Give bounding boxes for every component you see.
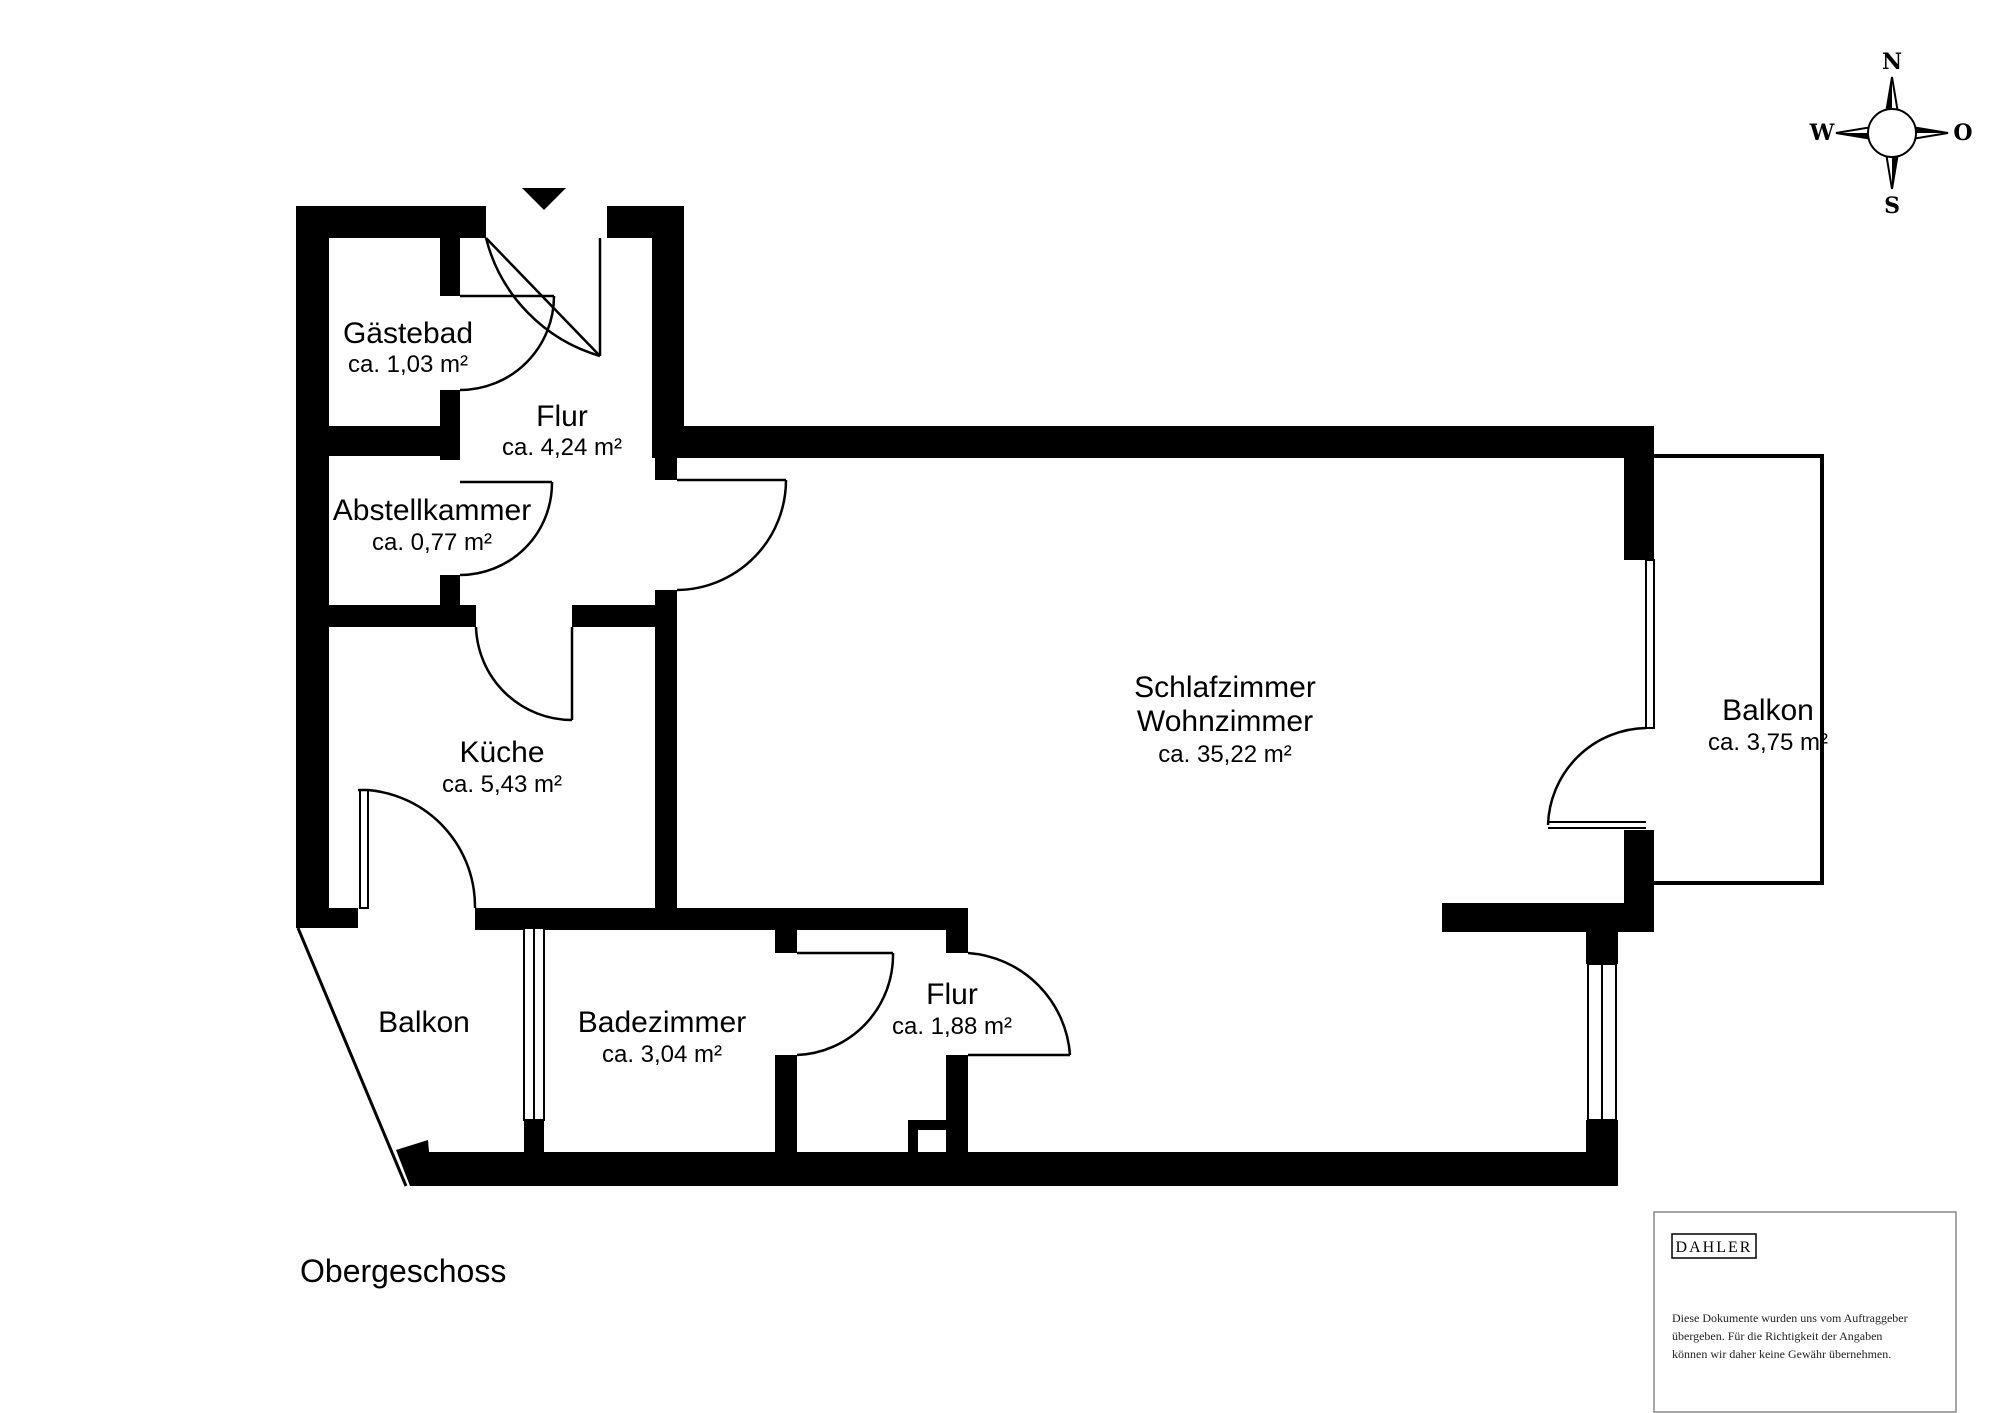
dahler-logo-text: DAHLER: [1676, 1239, 1753, 1256]
wall-main-ledge: [1442, 903, 1654, 932]
wall-corridor-right: [652, 206, 684, 431]
room-name-balkon-left: Balkon: [378, 1006, 470, 1039]
wall-bad-left: [524, 1120, 544, 1160]
window-kueche: [359, 789, 369, 909]
disclaimer-box: DAHLER Diese Dokumente wurden uns vom Au…: [1653, 1211, 1957, 1413]
compass-east: O: [1953, 120, 1972, 146]
wall-shaft-left: [908, 1120, 918, 1160]
room-area-gaestebad: ca. 1,03 m²: [348, 351, 468, 378]
room-name-badezimmer: Badezimmer: [578, 1006, 746, 1039]
compass-rose-icon: N S W O: [1809, 49, 1973, 219]
wall-flur2-right-upper: [946, 908, 968, 953]
dahler-logo: [1671, 1233, 1757, 1259]
wall-kueche-bottom-left: [296, 908, 358, 928]
wall-flur2-right-lower: [946, 1055, 968, 1160]
disclaimer-line-3: können wir daher keine Gewähr übernehmen…: [1672, 1347, 1891, 1361]
windows: [359, 559, 1655, 1121]
room-area-kueche: ca. 5,43 m²: [442, 771, 562, 798]
wall-flur-right-lower: [655, 590, 677, 910]
disclaimer-line-1: Diese Dokumente wurden uns vom Auftragge…: [1672, 1311, 1908, 1325]
room-area-balkon-right: ca. 3,75 m²: [1708, 729, 1828, 756]
room-area-badezimmer: ca. 3,04 m²: [602, 1041, 722, 1068]
room-area-abstellkammer: ca. 0,77 m²: [372, 529, 492, 556]
wall-right-lower: [1586, 932, 1618, 964]
room-name-wohnzimmer: Wohnzimmer: [1137, 705, 1313, 738]
floor-label: Obergeschoss: [300, 1253, 506, 1289]
room-name-balkon-right: Balkon: [1722, 694, 1814, 727]
balkon-right-outline: [1654, 454, 1824, 885]
disclaimer-line-2: übergeben. Für die Richtigkeit der Angab…: [1672, 1329, 1882, 1343]
entry-arrow-icon: [522, 188, 566, 210]
wall-gaestebad-right: [440, 206, 460, 296]
wall-shaft: [908, 1120, 948, 1130]
wall-left-outer: [296, 206, 329, 926]
wall-main-top: [652, 426, 1654, 458]
compass-west: W: [1809, 120, 1835, 146]
door-balkon-right-arc: [1546, 726, 1647, 826]
room-area-flur-bottom: ca. 1,88 m²: [892, 1013, 1012, 1040]
compass-north: N: [1882, 49, 1902, 75]
wall-bad-right-lower: [775, 1055, 797, 1160]
door-gaestebad-arc: [459, 295, 556, 392]
room-name-flur-top: Flur: [536, 400, 588, 433]
wall-kueche-bottom-right: [475, 908, 968, 930]
wall-abstell-bottom: [296, 605, 476, 627]
door-entry-arc: [484, 237, 601, 358]
room-area-schlafzimmer: ca. 35,22 m²: [1158, 741, 1291, 768]
wall-gaestebad-bottom: [296, 426, 460, 456]
window-balkon-right: [1645, 559, 1655, 729]
room-name-flur-bottom: Flur: [926, 978, 978, 1011]
wall-kueche-top-right: [572, 605, 674, 627]
room-name-gaestebad: Gästebad: [343, 317, 473, 350]
door-flur2-arc: [967, 951, 1072, 1056]
door-kueche-arc: [474, 626, 573, 722]
compass-south: S: [1884, 193, 1900, 219]
walls: [296, 206, 1654, 1186]
wall-balkon-corner: [396, 1140, 432, 1186]
room-name-abstellkammer: Abstellkammer: [333, 494, 531, 527]
room-area-flur-top: ca. 4,24 m²: [502, 434, 622, 461]
door-abstell-arc: [459, 481, 554, 577]
balkon-left-outline: [296, 927, 408, 1187]
wall-bottom: [410, 1152, 1618, 1186]
door-balkon-left-arc: [367, 788, 477, 909]
door-bad-arc: [796, 952, 895, 1057]
wall-main-right-upper: [1624, 426, 1654, 560]
room-name-schlafzimmer: Schlafzimmer: [1134, 671, 1316, 704]
doors: [358, 237, 1647, 1057]
room-name-kueche: Küche: [459, 736, 544, 769]
wall-abstell-right: [440, 575, 460, 605]
wall-bad-right-upper: [775, 908, 797, 953]
door-main-arc: [676, 479, 788, 592]
room-labels: Gästebad ca. 1,03 m² Flur ca. 4,24 m² Ab…: [333, 317, 1828, 1068]
